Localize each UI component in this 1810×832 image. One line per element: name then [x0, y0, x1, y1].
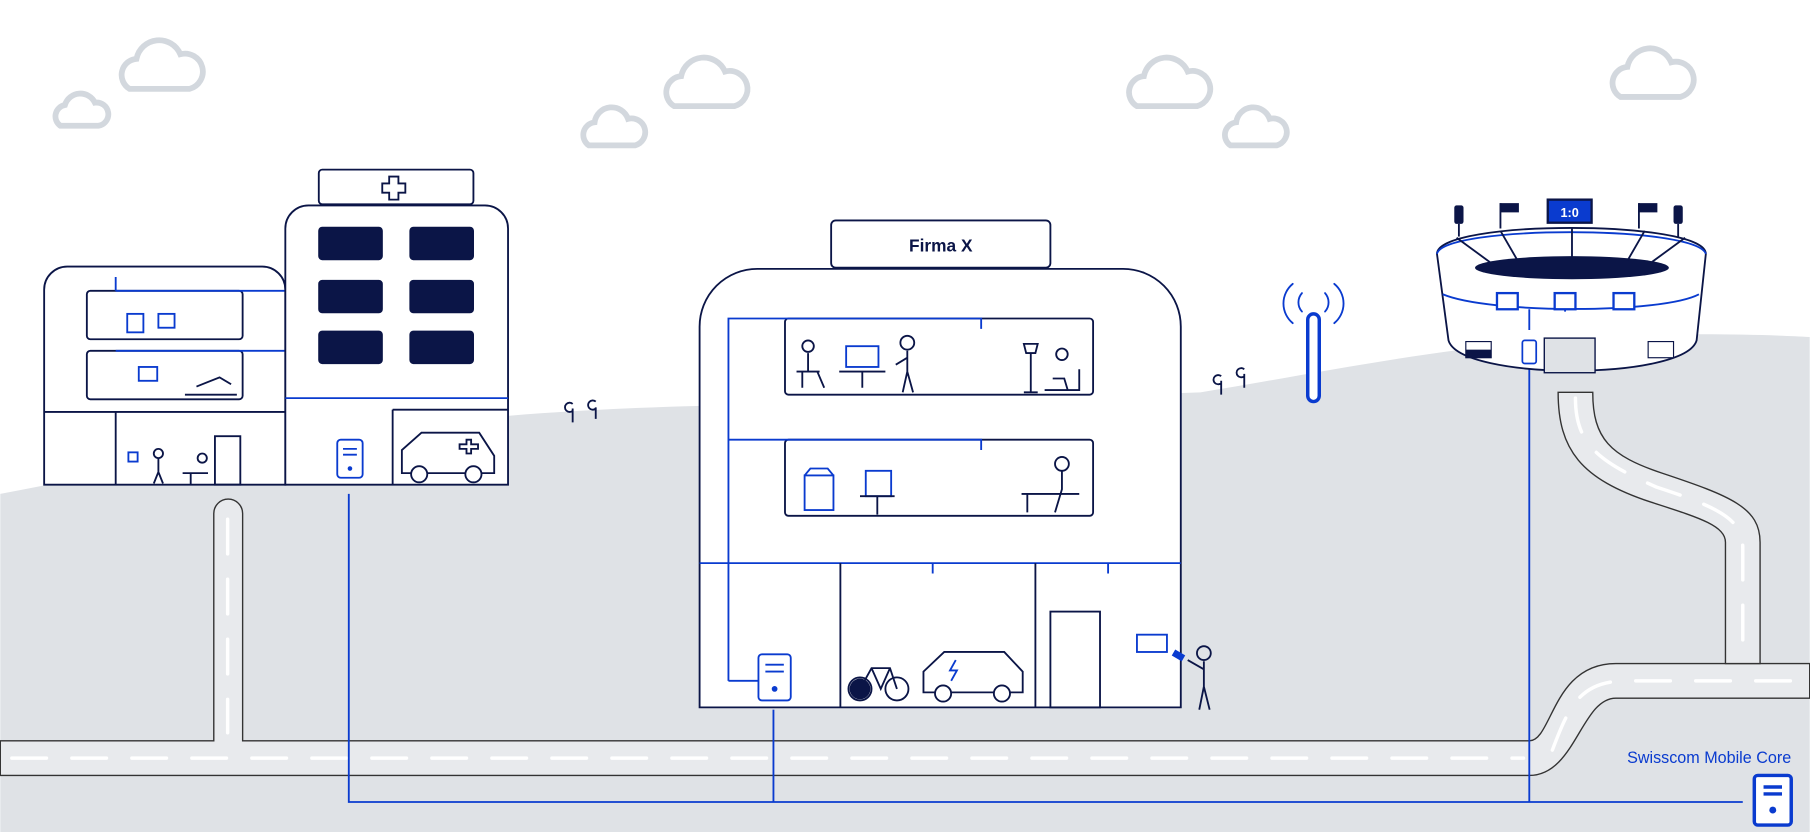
bicycle-icon — [847, 667, 910, 702]
server-icon — [757, 653, 792, 702]
cloud-icon — [663, 54, 751, 110]
network-cables — [347, 369, 1743, 803]
monitor-icon — [1495, 291, 1519, 311]
server-icon — [1521, 339, 1538, 365]
company-name-sign: Firma X — [909, 236, 973, 256]
plants — [564, 367, 1246, 423]
scoreboard: 1:0 — [1561, 206, 1579, 220]
person-with-phone — [1171, 645, 1212, 710]
company-building: Firma X — [698, 219, 1212, 710]
cloud-icon — [580, 104, 649, 149]
monitor-icon — [1612, 291, 1636, 311]
stadium: 1:0 — [1436, 198, 1707, 374]
cell-tower-icon — [1282, 282, 1345, 404]
cloud-icon — [1126, 54, 1214, 110]
cloud-icon — [1609, 45, 1697, 100]
clouds — [52, 37, 1697, 149]
medical-cross-icon — [381, 175, 407, 201]
stadium-entrance — [1543, 337, 1596, 374]
electric-car-icon — [922, 651, 1024, 703]
road-network — [0, 391, 1810, 777]
cloud-icon — [118, 37, 206, 92]
core-label: Swisscom Mobile Core — [1627, 749, 1791, 767]
hospital-building — [284, 168, 509, 486]
medical-practice-building — [43, 265, 287, 486]
cloud-icon — [1222, 104, 1290, 149]
core-server-icon — [1752, 773, 1793, 827]
server-icon — [336, 438, 364, 479]
cloud-icon — [52, 90, 112, 129]
ambulance-icon — [400, 431, 496, 484]
monitor-icon — [1553, 291, 1577, 311]
